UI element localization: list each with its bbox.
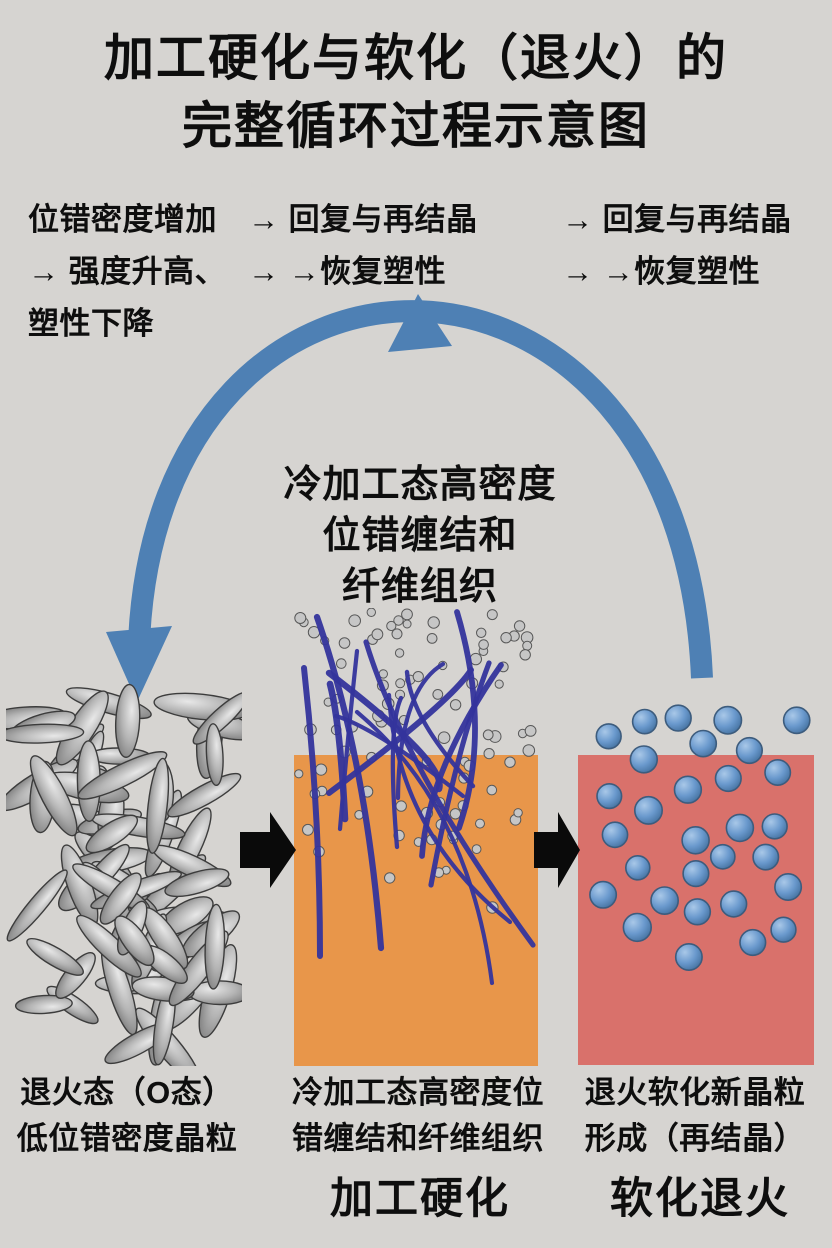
dislocation-lines-layer [301,609,536,986]
cold-worked-caption-line-1: 冷加工态高密度位 [292,1075,544,1110]
cold-worked-panel [294,608,538,1066]
note-recovery-1-line-2: → →恢复塑性 [248,254,447,289]
note-hardening-line-1: 位错密度增加 [28,202,217,237]
cold-worked-caption: 冷加工态高密度位 错缠结和纤维组织 [268,1070,568,1162]
page-title-line-1: 加工硬化与软化（退火）的 [104,30,728,86]
recrystallized-panel [578,704,814,1065]
note-recovery-2: → 回复与再结晶 → →恢复塑性 [562,194,792,298]
recrystallized-caption-line-2: 形成（再结晶） [584,1121,806,1156]
page-title-line-2: 完整循环过程示意图 [182,98,650,154]
note-recovery-1: → 回复与再结晶 → →恢复塑性 [248,194,478,298]
note-hardening-line-2: → 强度升高、 [28,254,227,289]
flow-arrow-2-shape [534,812,580,888]
cold-work-state-label: 冷加工态高密度 位错缠结和 纤维组织 [236,460,604,613]
note-hardening-line-3: 塑性下降 [28,306,154,341]
note-recovery-1-line-1: → 回复与再结晶 [248,202,478,237]
note-recovery-2-line-1: → 回复与再结晶 [562,202,792,237]
work-hardening-label: 加工硬化 [330,1175,510,1223]
flow-arrow-1-shape [240,812,296,888]
cycle-arrowhead-top-icon [388,294,452,352]
cold-work-state-label-line-1: 冷加工态高密度 [283,464,557,506]
note-hardening: 位错密度增加 → 强度升高、 塑性下降 [28,194,226,350]
cold-worked-caption-line-2: 错缠结和纤维组织 [292,1121,544,1156]
annealed-grains-layer [6,683,242,1066]
softening-anneal-label: 软化退火 [610,1175,790,1223]
flow-arrow-1-icon [240,812,296,888]
recrystallized-grains-layer [589,704,811,972]
annealed-caption-line-1: 退火态（O态） [20,1075,234,1110]
annealed-caption-line-2: 低位错密度晶粒 [16,1121,238,1156]
annealed-panel [6,683,242,1066]
cold-work-state-label-line-3: 纤维组织 [341,566,498,608]
flow-arrow-2-icon [534,812,580,888]
note-recovery-2-line-2: → →恢复塑性 [562,254,761,289]
cold-work-state-label-line-2: 位错缠结和 [322,515,518,557]
recrystallized-caption-line-1: 退火软化新晶粒 [584,1075,806,1110]
annealed-caption: 退火态（O态） 低位错密度晶粒 [0,1070,262,1162]
recrystallized-caption: 退火软化新晶粒 形成（再结晶） [560,1070,830,1162]
